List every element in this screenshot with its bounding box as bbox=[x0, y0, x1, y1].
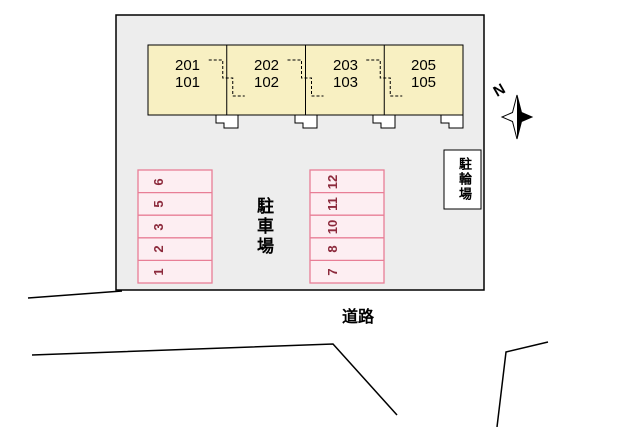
stall-number: 8 bbox=[324, 245, 340, 253]
compass-icon-dark-half bbox=[517, 95, 532, 139]
unit-upper-number: 203 bbox=[332, 57, 359, 74]
entrance-step bbox=[372, 114, 396, 129]
stall-number: 5 bbox=[150, 200, 166, 208]
unit-lower-number: 103 bbox=[332, 74, 359, 91]
stall-number: 10 bbox=[324, 219, 340, 235]
road-edge bbox=[496, 341, 549, 427]
unit-upper-number: 202 bbox=[253, 57, 280, 74]
stall-number: 2 bbox=[150, 245, 166, 253]
road-label: 道路 bbox=[342, 309, 375, 326]
entrance-step bbox=[440, 114, 464, 129]
unit-label-205-105: 205 105 bbox=[384, 57, 463, 91]
entrance-step bbox=[294, 114, 318, 129]
unit-lower-number: 102 bbox=[253, 74, 280, 91]
parking-area-label: 駐車場 bbox=[254, 197, 273, 257]
stall-number: 3 bbox=[150, 223, 166, 231]
stall-number: 11 bbox=[324, 197, 340, 211]
unit-lower-number: 101 bbox=[174, 74, 201, 91]
stall-number: 7 bbox=[324, 268, 340, 276]
parking-block-right bbox=[309, 169, 385, 284]
road-edge bbox=[27, 290, 123, 299]
unit-label-201-101: 201 101 bbox=[148, 57, 227, 91]
unit-upper-number: 201 bbox=[174, 57, 201, 74]
stall-number: 6 bbox=[150, 178, 166, 186]
stair-symbol bbox=[208, 59, 245, 97]
stall-number: 12 bbox=[324, 174, 340, 190]
road-edge bbox=[31, 343, 398, 416]
unit-label-202-102: 202 102 bbox=[227, 57, 306, 91]
bicycle-parking-box bbox=[443, 149, 482, 210]
stair-symbol bbox=[287, 59, 324, 97]
unit-lower-number: 105 bbox=[410, 74, 437, 91]
entrance-step bbox=[215, 114, 239, 129]
parking-block-left bbox=[137, 169, 213, 284]
unit-upper-number: 205 bbox=[410, 57, 437, 74]
stair-symbol bbox=[366, 59, 403, 97]
unit-label-203-103: 203 103 bbox=[306, 57, 385, 91]
stall-number: 1 bbox=[150, 268, 166, 276]
bicycle-parking-label: 駐輪場 bbox=[457, 157, 472, 202]
